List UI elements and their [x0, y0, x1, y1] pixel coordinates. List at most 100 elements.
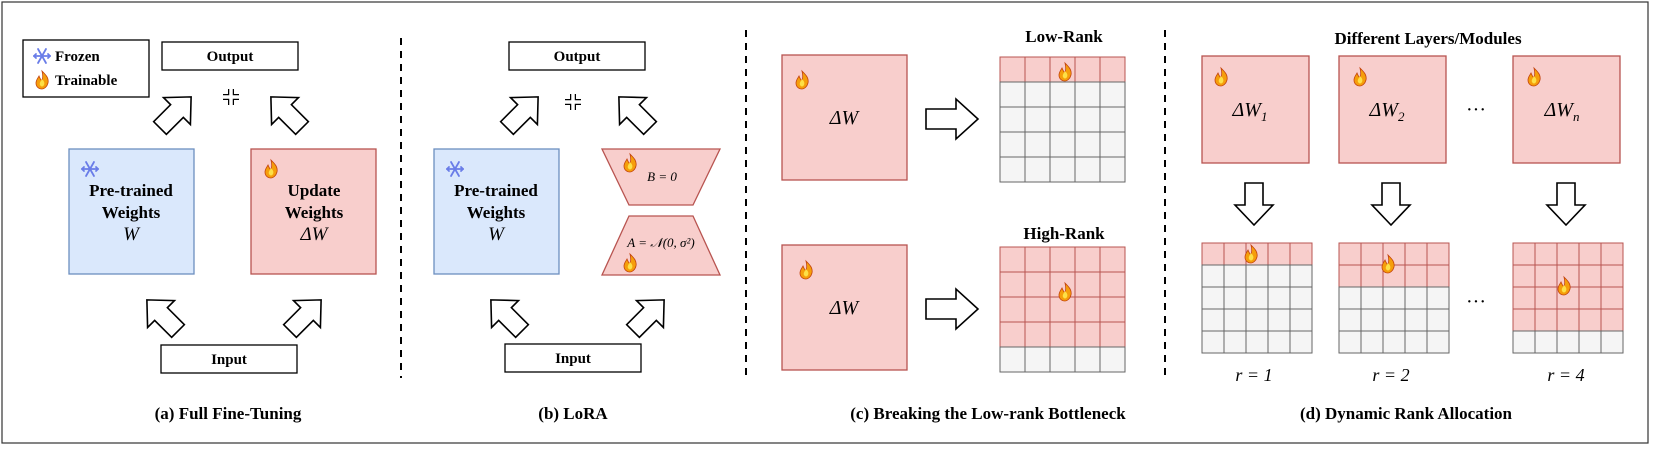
trainable-cell [1404, 242, 1428, 266]
trainable-cell [1289, 242, 1313, 266]
trainable-cell [1382, 242, 1406, 266]
trainable-cell [1578, 308, 1602, 332]
frozen-cell [1099, 81, 1126, 108]
arrow-icon [1234, 182, 1274, 226]
trainable-cell [1578, 264, 1602, 288]
delta-w-label: ΔW [829, 297, 861, 319]
high-rank-grid [999, 246, 1126, 373]
frozen-cell [1201, 330, 1225, 354]
trainable-cell [1024, 321, 1051, 348]
arrow-icon [256, 82, 317, 143]
frozen-cell [1289, 308, 1313, 332]
arrow-icon [132, 285, 193, 346]
trainable-cell [1512, 286, 1536, 310]
frozen-cell [1600, 330, 1624, 354]
frozen-cell [1360, 308, 1384, 332]
input-label: Input [211, 352, 247, 368]
trainable-cell [1600, 308, 1624, 332]
frozen-cell [999, 346, 1026, 373]
trainable-cell [1099, 271, 1126, 298]
trainable-cell [1049, 321, 1076, 348]
frozen-cell [1404, 330, 1428, 354]
frozen-cell [1382, 308, 1406, 332]
trainable-cell [1600, 264, 1624, 288]
high-rank-title: High-Rank [1023, 224, 1105, 243]
frozen-cell [1382, 330, 1406, 354]
caption-b: (b) LoRA [538, 404, 608, 423]
legend-frozen: Frozen [55, 49, 100, 65]
frozen-cell [1512, 330, 1536, 354]
trainable-cell [1404, 264, 1428, 288]
rank-4-grid [1512, 242, 1624, 354]
layers-title: Different Layers/Modules [1334, 29, 1522, 48]
frozen-cell [1223, 286, 1247, 310]
frozen-cell [1049, 81, 1076, 108]
output-label: Output [554, 49, 601, 65]
arrow-icon [476, 285, 537, 346]
frozen-cell [1267, 264, 1291, 288]
frozen-cell [1049, 346, 1076, 373]
input-box [504, 343, 642, 373]
trainable-cell [999, 296, 1026, 323]
frozen-cell [1245, 330, 1269, 354]
arrow-icon [275, 285, 336, 346]
trainable-cell [999, 271, 1026, 298]
rank-label: r = 2 [1372, 365, 1409, 385]
caption-c: (c) Breaking the Low-rank Bottleneck [850, 404, 1126, 423]
rank-label: r = 1 [1235, 365, 1272, 385]
trainable-cell [999, 56, 1026, 83]
box-line: Update [288, 181, 341, 200]
arrow-icon [925, 98, 979, 140]
frozen-cell [1074, 156, 1101, 183]
trainable-cell [1024, 271, 1051, 298]
trainable-cell [1049, 296, 1076, 323]
arrow-icon [492, 82, 553, 143]
trainable-cell [1534, 286, 1558, 310]
frozen-cell [1024, 346, 1051, 373]
trainable-cell [1578, 286, 1602, 310]
panel-a: Frozen Trainable Output Pre-trained Weig… [22, 39, 377, 423]
box-line: Pre-trained [89, 181, 173, 200]
trainable-cell [1099, 296, 1126, 323]
ellipsis: ··· [1466, 99, 1486, 121]
frozen-cell [1223, 330, 1247, 354]
frozen-cell [1404, 286, 1428, 310]
panel-b: Output Pre-trained Weights W B = 0 A = 𝒩… [433, 41, 722, 423]
frozen-cell [1338, 308, 1362, 332]
frozen-cell [999, 131, 1026, 158]
frozen-cell [1049, 156, 1076, 183]
trainable-cell [1049, 246, 1076, 273]
trainable-cell [1534, 308, 1558, 332]
frozen-cell [1223, 308, 1247, 332]
arrow-icon [618, 285, 679, 346]
box-line: ΔW [300, 224, 330, 245]
trainable-cell [1512, 264, 1536, 288]
delta-wn-label: ΔWn [1544, 99, 1580, 124]
trainable-cell [1024, 56, 1051, 83]
frozen-cell [1360, 330, 1384, 354]
trainable-cell [1600, 242, 1624, 266]
trainable-cell [1024, 296, 1051, 323]
output-label: Output [207, 49, 254, 65]
trainable-cell [999, 321, 1026, 348]
frozen-cell [1049, 131, 1076, 158]
caption-d: (d) Dynamic Rank Allocation [1300, 404, 1513, 423]
trainable-cell [1074, 296, 1101, 323]
frozen-cell [1099, 346, 1126, 373]
frozen-cell [1289, 330, 1313, 354]
frozen-cell [1534, 330, 1558, 354]
low-rank-title: Low-Rank [1025, 27, 1103, 46]
trainable-cell [1099, 56, 1126, 83]
frozen-cell [1201, 308, 1225, 332]
rank-1-grid [1201, 242, 1313, 354]
trainable-cell [1201, 242, 1225, 266]
legend-trainable: Trainable [55, 73, 118, 89]
frozen-cell [1074, 131, 1101, 158]
frozen-cell [1245, 286, 1269, 310]
trainable-cell [1556, 242, 1580, 266]
trainable-cell [999, 246, 1026, 273]
arrow-icon [925, 288, 979, 330]
frozen-cell [999, 81, 1026, 108]
frozen-cell [1267, 308, 1291, 332]
